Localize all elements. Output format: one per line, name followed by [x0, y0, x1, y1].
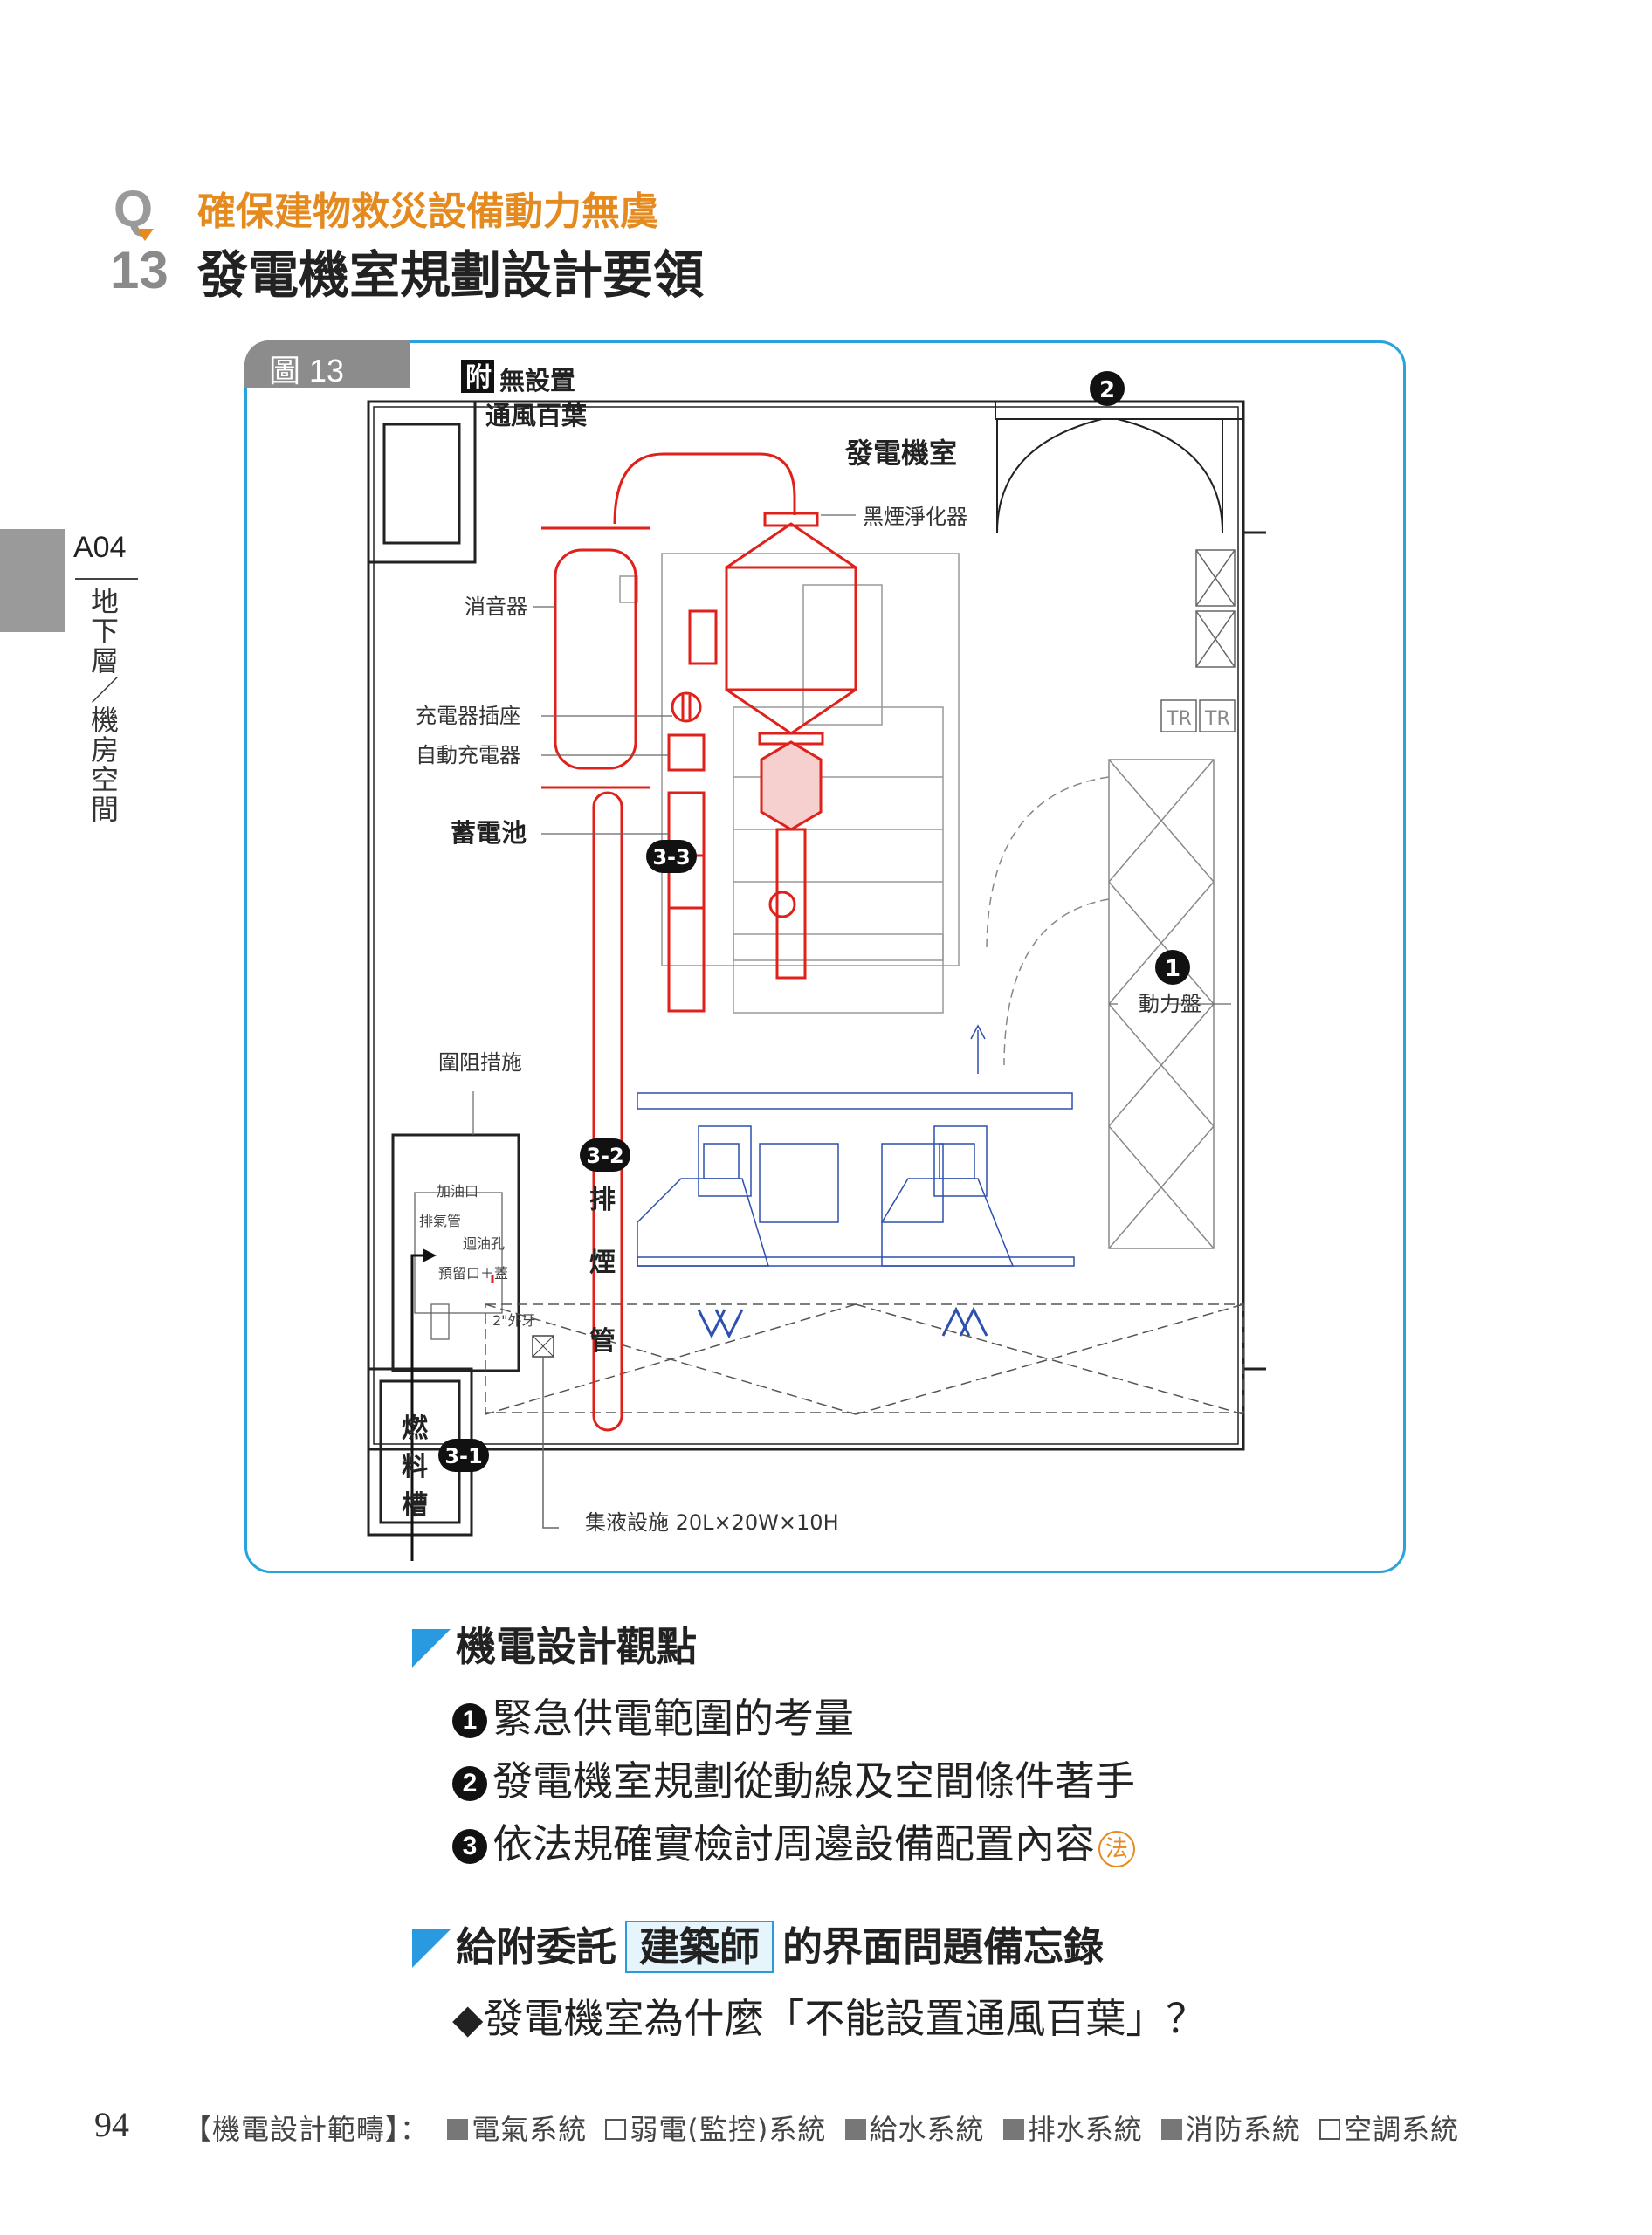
generator-body	[619, 553, 960, 1014]
tr-label-2: TR	[1204, 708, 1230, 730]
page-subtitle: 確保建物救災設備動力無虞	[197, 189, 658, 234]
figure-tab: 圖 13	[244, 340, 410, 389]
side-tab-divider	[75, 578, 138, 580]
marker-2: 2	[1090, 371, 1125, 406]
tr-label-1: TR	[1166, 708, 1192, 730]
trench	[485, 1303, 1244, 1415]
svg-text:3-3: 3-3	[652, 845, 690, 870]
checkbox-filled-icon	[447, 2119, 469, 2140]
marker-1: 1	[1155, 950, 1190, 985]
label-thread: 2"外牙	[492, 1312, 536, 1329]
page-title: 發電機室規劃設計要領	[197, 245, 705, 305]
fuel-system	[414, 1192, 503, 1340]
item-number: 3	[452, 1829, 487, 1864]
svg-text:燃: 燃	[402, 1413, 429, 1444]
label-charger-socket: 充電器插座	[416, 704, 520, 728]
section1-marker	[412, 1629, 451, 1668]
svg-text:料: 料	[402, 1452, 428, 1482]
checkbox-filled-icon	[1002, 2119, 1024, 2140]
q-number: 13	[110, 241, 169, 299]
svg-text:槽: 槽	[402, 1490, 428, 1521]
section1-title: 機電設計觀點	[456, 1623, 697, 1670]
marker-3-3: 3-3	[646, 840, 697, 873]
section2-item: ◆發電機室為什麼「不能設置通風百葉」？	[452, 1995, 1207, 2042]
label-barrier: 圍阻措施	[438, 1050, 522, 1075]
item-number: 2	[452, 1766, 487, 1801]
label-return-hole: 迴油孔	[463, 1235, 505, 1252]
side-tab-code: A04	[73, 531, 127, 564]
label-power-panel: 動力盤	[1139, 992, 1201, 1016]
side-tab-marker	[0, 529, 65, 632]
fu-box	[461, 360, 494, 393]
figure-frame	[244, 340, 1406, 1573]
figure-tab-label: 圖 13	[269, 353, 345, 389]
leader-lines	[472, 514, 1231, 1135]
page-number: 94	[94, 2105, 129, 2144]
label-battery: 蓄電池	[451, 818, 527, 848]
label-fuel-tank: 燃 料 槽	[402, 1413, 429, 1521]
label-vent-pipe: 排氣管	[419, 1213, 461, 1229]
footer-scope-label: 【機電設計範疇】：	[183, 2113, 430, 2146]
svg-text:1: 1	[1165, 956, 1180, 982]
collector-leader	[542, 1357, 559, 1529]
label-reserve-port: 預留口＋蓋	[438, 1265, 508, 1282]
airflow-arrows	[697, 1306, 988, 1339]
checkbox-filled-icon	[844, 2119, 866, 2140]
svg-text:管: 管	[589, 1326, 616, 1357]
side-tab-label: 地下層／機房空間	[90, 585, 119, 826]
generator-room-plan: TR TR	[367, 360, 1266, 1561]
q-letter: Q	[114, 181, 154, 237]
checkbox-empty-icon	[605, 2119, 627, 2140]
svg-text:煙: 煙	[589, 1248, 616, 1278]
section2-marker	[412, 1929, 451, 1968]
svg-text:3-1: 3-1	[444, 1444, 482, 1468]
item-number: 1	[452, 1703, 487, 1738]
label-fill-port: 加油口	[437, 1183, 478, 1200]
fu-mark: 附	[465, 362, 492, 393]
svg-text:2: 2	[1099, 377, 1115, 403]
svg-text:3-2: 3-2	[586, 1144, 623, 1168]
transformers	[1160, 549, 1236, 732]
no-vent-line2: 通風百葉	[485, 401, 588, 430]
no-vent-line1: 無設置	[499, 366, 575, 395]
section2-title: 給附委託建築師的界面問題備忘錄	[456, 1921, 1104, 1973]
footer-scope: 【機電設計範疇】： 電氣系統 弱電(監控)系統 給水系統 排水系統 消防系統 空…	[183, 2113, 1460, 2146]
door	[995, 401, 1244, 533]
room-walls	[367, 400, 1266, 1537]
label-auto-charger: 自動充電器	[416, 743, 520, 767]
q-arrow-icon	[136, 229, 154, 241]
marker-3-1: 3-1	[438, 1439, 489, 1472]
checkbox-empty-icon	[1319, 2119, 1341, 2140]
marker-3-2: 3-2	[580, 1138, 630, 1172]
label-exhaust-pipe: 排 煙 管	[589, 1185, 616, 1357]
room-title: 發電機室	[844, 437, 957, 470]
label-collector: 集液設施 20L×20W×10H	[585, 1510, 839, 1535]
label-black-smoke: 黑煙淨化器	[863, 505, 967, 529]
architect-badge: 建築師	[625, 1921, 774, 1973]
svg-text:排: 排	[589, 1185, 616, 1215]
exhaust-system	[541, 452, 857, 1432]
checkbox-filled-icon	[1160, 2119, 1182, 2140]
label-muffler: 消音器	[465, 595, 527, 619]
law-badge: 法	[1098, 1831, 1135, 1867]
ventilation-fans	[637, 1092, 1075, 1267]
